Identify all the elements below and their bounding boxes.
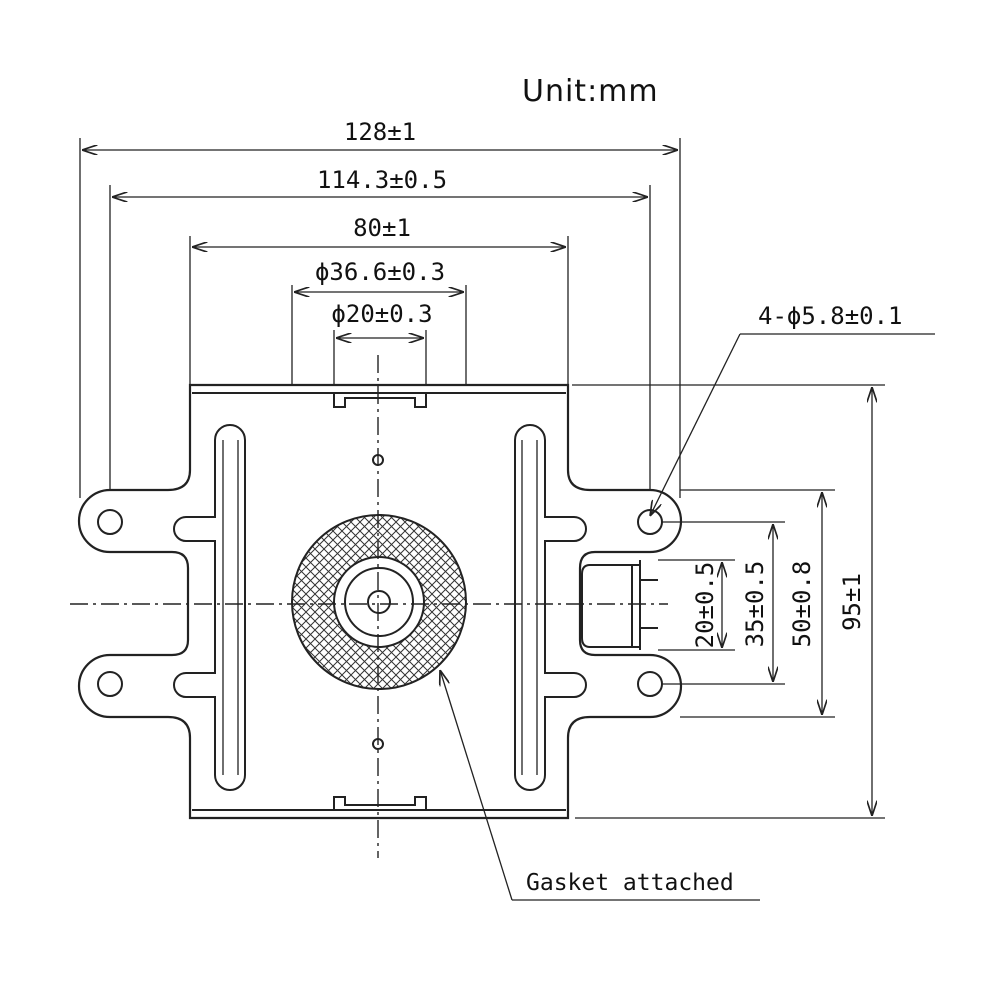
pin-spacing-label: 35±0.5 (741, 561, 769, 648)
gasket-callout: Gasket attached (526, 870, 734, 896)
filter-width-label: 20±0.5 (691, 562, 719, 649)
unit-label: Unit:mm (522, 74, 659, 109)
hole-pitch-width-label: 114.3±0.5 (317, 166, 447, 194)
gasket-leader: Gasket attached (440, 670, 760, 901)
overall-width-label: 128±1 (344, 118, 416, 146)
bottom-flange (192, 796, 566, 811)
overall-height-label: 95±1 (838, 573, 866, 631)
antenna-dome (333, 556, 425, 648)
dim-hole-pitch-height: 50±0.8 (680, 489, 835, 718)
gasket-diameter-label: ϕ36.6±0.3 (315, 258, 445, 286)
gasket-assembly (291, 514, 467, 690)
left-fin-slot (173, 424, 246, 791)
hole-pitch-height-label: 50±0.8 (788, 561, 816, 648)
antenna-inner-ring (344, 567, 414, 637)
right-fin-slot-inner (521, 440, 538, 775)
plate-width-label: 80±1 (353, 214, 411, 242)
hole-top-left (97, 509, 123, 535)
dim-pin-spacing: 35±0.5 (662, 521, 785, 685)
filter-box (581, 560, 658, 650)
dim-plate-width: 80±1 (189, 214, 569, 384)
mount-hole-leader: 4-ϕ5.8±0.1 (650, 302, 935, 516)
dim-hole-pitch-width: 114.3±0.5 (109, 166, 651, 490)
dim-overall-width: 128±1 (79, 118, 681, 498)
dim-overall-height: 95±1 (572, 384, 885, 819)
right-fin-slot (514, 424, 587, 791)
antenna-center (367, 590, 391, 614)
hole-bottom-left (97, 671, 123, 697)
dim-filter-width: 20±0.5 (658, 559, 735, 651)
top-flange (192, 392, 566, 408)
left-fin-slot-inner (222, 440, 239, 775)
antenna-diameter-label: ϕ20±0.3 (331, 300, 432, 328)
mount-hole-label: 4-ϕ5.8±0.1 (758, 302, 903, 330)
